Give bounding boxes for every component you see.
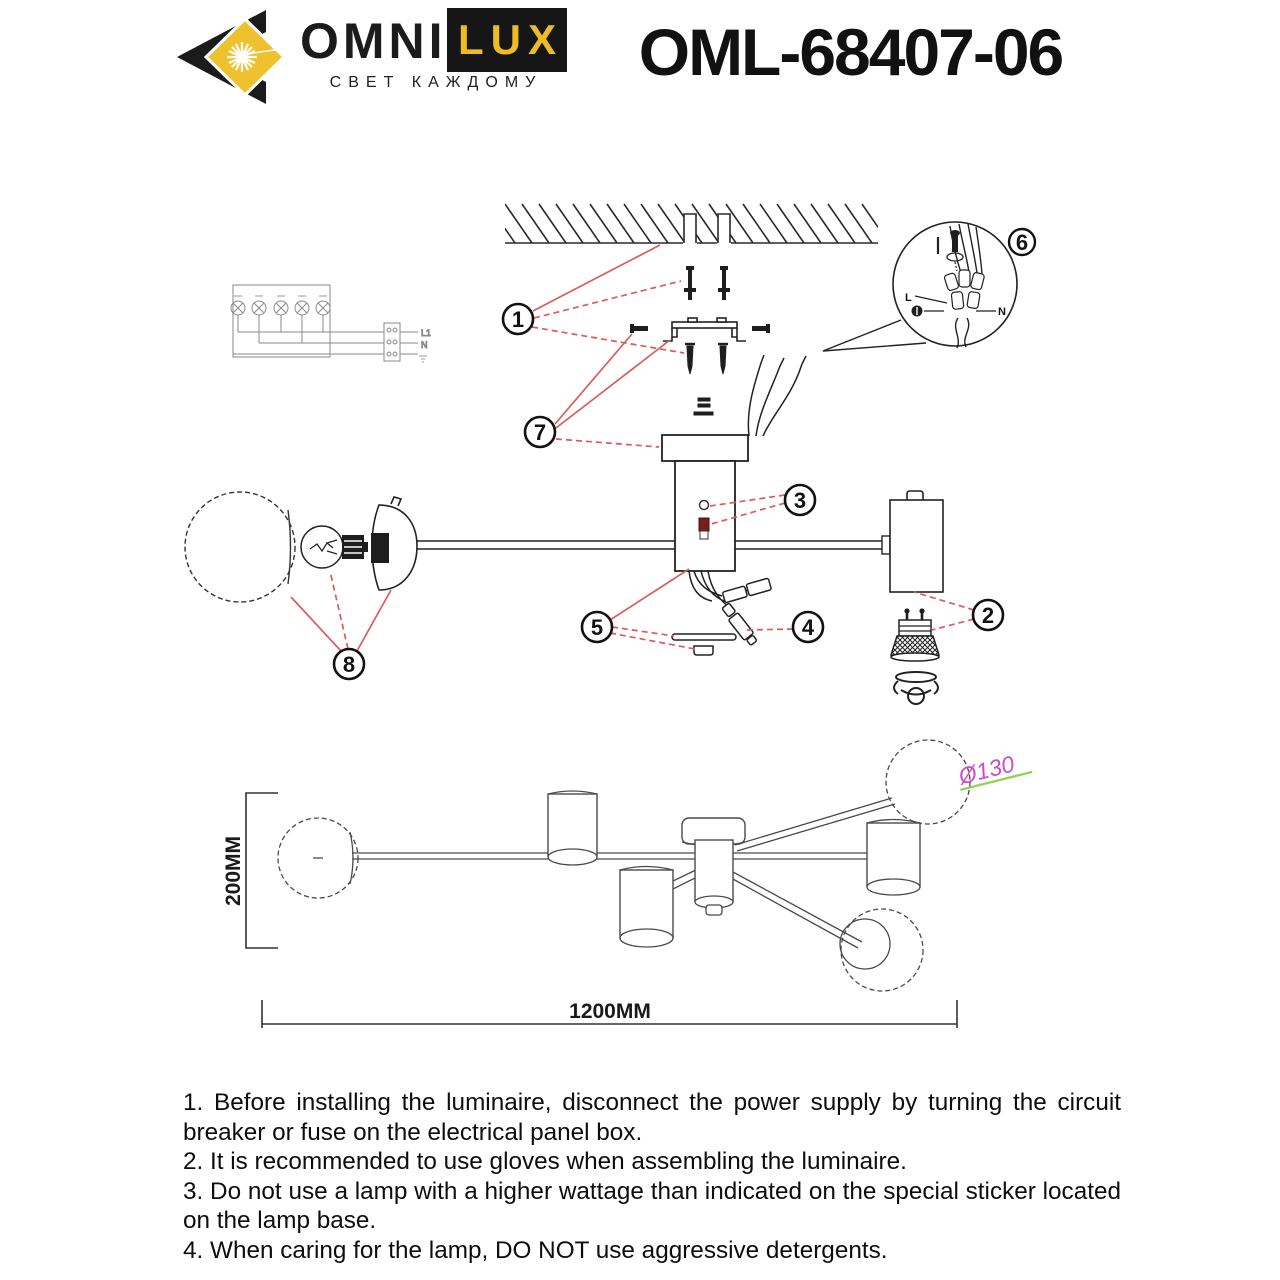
inline-connector (721, 602, 758, 646)
plug-connector (722, 577, 772, 604)
length-dimension-label: 1200MM (569, 1000, 651, 1023)
connector-wires (688, 570, 732, 609)
spring-clip-icon (893, 671, 939, 705)
wiring-neutral-label: N (421, 340, 428, 350)
instruction-item-2: 2. It is recommended to use gloves when … (183, 1148, 907, 1176)
instruction-item-3: 3. Do not use a lamp with a higher watta… (183, 1177, 1121, 1235)
model-number: OML-68407-06 (638, 15, 1065, 89)
wiring-line-label: L1 (421, 328, 431, 338)
live-label: L (905, 292, 912, 304)
wall-anchor-icons (684, 266, 730, 300)
gu10-lamp-icon (889, 608, 941, 662)
terminal-screw-icon (936, 230, 964, 272)
callout-1: 1 (512, 307, 524, 332)
header: OMNI LUX СВЕТ КАЖДОМУ OML-68407-06 (0, 0, 1280, 130)
callout-6: 6 (1016, 230, 1028, 255)
central-body (674, 460, 736, 572)
height-dimension-label: 200MM (222, 836, 245, 906)
omnilux-logo-icon (177, 10, 287, 104)
callout-4: 4 (802, 615, 815, 640)
ceiling-hatch (505, 203, 878, 244)
cover-bar (671, 633, 737, 641)
callout-8: 8 (343, 652, 355, 677)
leader-lines (290, 244, 975, 652)
wiring-schematic: L1 N (230, 284, 432, 363)
detail-wires (949, 223, 983, 349)
lamp-rod (416, 535, 891, 555)
callouts: 1 7 3 4 5 8 2 6 (332, 227, 1037, 681)
wire-nuts (943, 269, 985, 310)
long-screw-icons (685, 342, 728, 416)
mains-wires (747, 354, 807, 437)
brand-name-lux-box: LUX (447, 8, 567, 72)
bulb-icon (300, 525, 368, 569)
instruction-item-1: 1. Before installing the luminaire, disc… (183, 1089, 1121, 1146)
neutral-label: N (998, 306, 1006, 318)
callout-7: 7 (534, 420, 546, 445)
instruction-item-4: 4. When caring for the lamp, DO NOT use … (183, 1236, 888, 1264)
brand-tagline: СВЕТ КАЖДОМУ (329, 74, 543, 91)
detail-view-circle: L N (822, 221, 1018, 352)
cylinder-shade (889, 490, 944, 593)
diameter-annotation: Ø130 (955, 750, 1033, 791)
lamp-symbols (230, 295, 331, 316)
glass-globe (184, 491, 296, 603)
grub-screw (698, 499, 710, 540)
callout-3: 3 (794, 488, 806, 513)
canopy (661, 434, 749, 462)
dimension-drawing (245, 739, 971, 1028)
mounting-bracket (663, 317, 746, 342)
brand-name-omni: OMNI (300, 13, 447, 69)
small-cover (693, 645, 714, 656)
technical-drawing: L N (184, 203, 1037, 1028)
callout-2: 2 (982, 603, 994, 628)
callout-5: 5 (591, 615, 603, 640)
brand-name-lux: LUX (458, 16, 563, 63)
socket-block (371, 533, 389, 563)
bracket-screw-icons (630, 324, 770, 333)
instructions-list: 1. Before installing the luminaire, disc… (183, 1088, 1121, 1266)
